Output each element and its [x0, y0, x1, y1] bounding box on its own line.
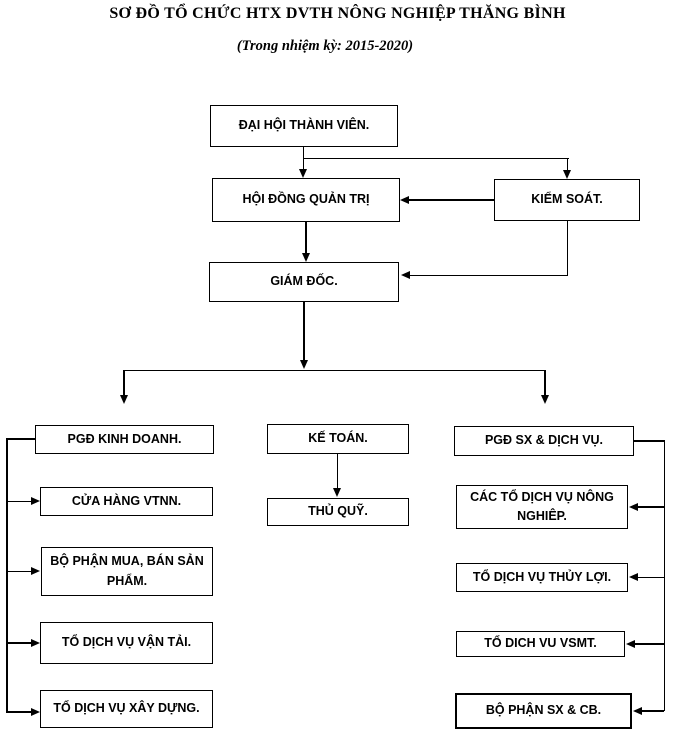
arrow-to-kiem-soat: [563, 170, 571, 179]
line-branch-bo-phan-mua: [7, 570, 31, 573]
line-rail-left-stub: [123, 369, 125, 396]
line-kiemsoat-hoidong: [409, 199, 494, 201]
arrow-to-thuy-loi: [628, 573, 638, 581]
line-branch-van-tai: [7, 642, 31, 644]
line-right-bus: [663, 440, 665, 712]
arrow-to-pgd-sx: [540, 395, 549, 404]
node-hoi-dong-quan-tri: HỘI ĐỒNG QUẢN TRỊ: [212, 178, 400, 222]
arrow-to-xay-dung: [31, 707, 40, 716]
page-title: SƠ ĐỒ TỔ CHỨC HTX DVTH NÔNG NGHIỆP THĂNG…: [109, 5, 566, 22]
line-top-rail: [302, 157, 569, 159]
line-kiemsoat-down: [566, 221, 569, 276]
node-dai-hoi-thanh-vien: ĐẠI HỘI THÀNH VIÊN.: [210, 105, 398, 147]
node-to-dich-vu-xay-dung: TỔ DỊCH VỤ XÂY DỰNG.: [40, 690, 213, 728]
node-kiem-soat: KIỂM SOÁT.: [494, 179, 640, 221]
line-branch-cua-hang: [7, 500, 31, 503]
node-cac-to-dich-vu-nong-nghiep: CÁC TỔ DỊCH VỤ NÔNG NGHIÊP.: [456, 485, 628, 529]
line-stub-hoidong: [302, 157, 304, 171]
line-ketoan-thuquy: [336, 454, 338, 488]
line-rail-right-stub: [544, 369, 546, 396]
node-pgd-kinh-doanh: PGĐ KINH DOANH.: [35, 425, 214, 454]
arrow-to-hoi-dong: [298, 169, 307, 178]
node-bo-phan-mua-ban-san-pham: BỘ PHẬN MUA, BÁN SẢN PHẨM.: [41, 547, 213, 596]
arrow-to-pgd-kinh-doanh: [119, 395, 128, 404]
line-hoidong-giamdoc: [305, 222, 307, 253]
node-thu-quy: THỦ QUỸ.: [267, 498, 409, 526]
line-kiemsoat-giamdoc: [410, 274, 568, 276]
line-branch-vsmt: [634, 643, 664, 645]
arrow-to-van-tai: [31, 638, 40, 647]
arrow-to-bo-phan-sx: [632, 706, 642, 715]
line-daihoi-down: [302, 146, 304, 159]
node-bo-phan-sx-cb: BỘ PHẬN SX & CB.: [455, 693, 632, 729]
line-stub-kiemsoat: [566, 157, 569, 171]
arrow-hoidong-giamdoc: [301, 252, 310, 262]
line-branch-bo-phan-sx: [641, 710, 664, 712]
line-branch-cac-to-nn: [637, 506, 664, 508]
line-branch-xay-dung: [7, 711, 31, 713]
line-mid-rail: [124, 369, 546, 371]
node-to-dich-vu-thuy-loi: TỔ DỊCH VỤ THỦY LỢI.: [456, 563, 628, 592]
arrow-to-cac-to-nn: [628, 502, 638, 511]
line-branch-thuy-loi: [637, 576, 664, 579]
arrow-kiemsoat-hoidong: [400, 195, 409, 204]
node-cua-hang-vtnn: CỬA HÀNG VTNN.: [40, 487, 213, 516]
node-giam-doc: GIÁM ĐỐC.: [209, 262, 399, 302]
page-subtitle: (Trong nhiệm kỳ: 2015-2020): [236, 38, 414, 54]
line-giamdoc-down: [303, 302, 305, 361]
line-left-bus-top: [6, 438, 35, 440]
arrow-giamdoc-rail: [299, 360, 308, 369]
arrow-to-vsmt: [625, 639, 635, 648]
arrow-to-bo-phan-mua: [31, 567, 40, 575]
node-ke-toan: KẾ TOÁN.: [267, 424, 409, 454]
node-to-dich-vu-van-tai: TỔ DỊCH VỤ VẬN TẢI.: [40, 622, 213, 664]
arrow-kiemsoat-giamdoc: [401, 270, 410, 279]
arrow-to-cua-hang: [31, 497, 40, 505]
line-right-bus-top: [634, 440, 665, 442]
node-pgd-sx-dich-vu: PGĐ SX & DỊCH VỤ.: [454, 426, 634, 456]
node-to-dich-vu-vsmt: TỔ DICH VU VSMT.: [456, 631, 625, 657]
arrow-ketoan-thuquy: [332, 488, 341, 497]
line-left-bus: [6, 438, 8, 714]
